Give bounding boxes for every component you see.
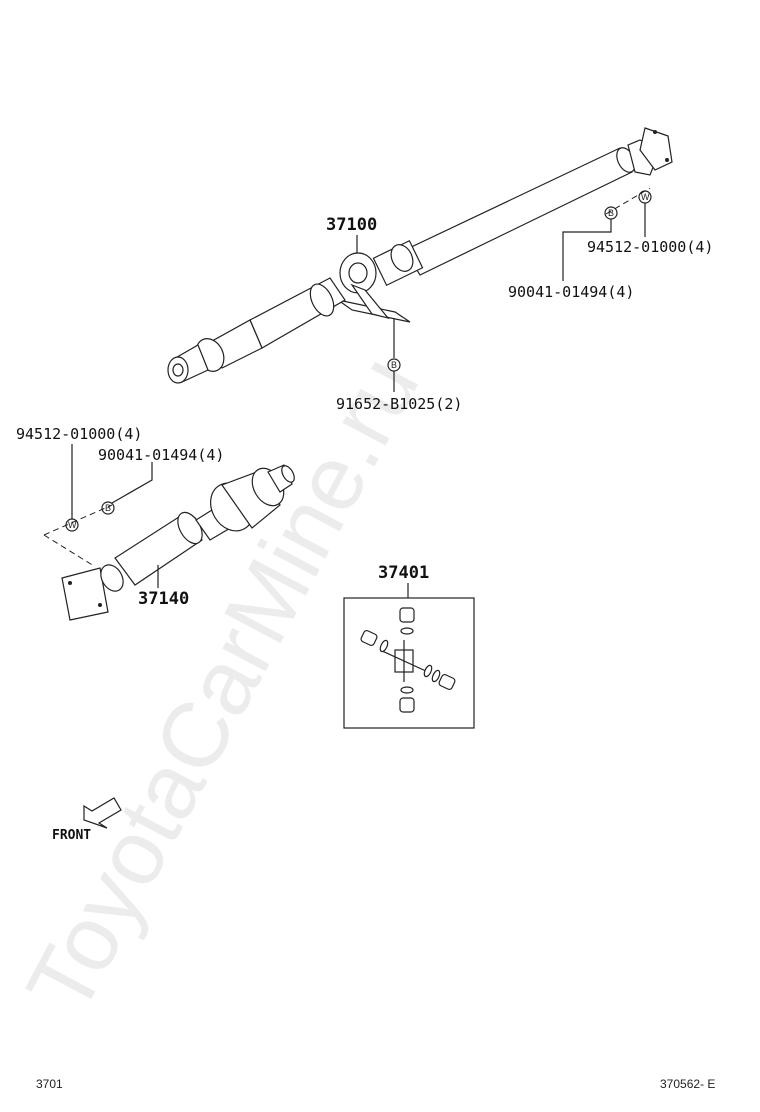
part-label-91652-B1025: 91652-B1025(2) <box>336 395 462 413</box>
page-code: 3701 <box>36 1077 63 1091</box>
part-label-94512-01000-rear: 94512-01000(4) <box>587 238 713 256</box>
marker-w-front-text: W <box>68 520 77 530</box>
front-arrow-icon <box>83 797 122 829</box>
marker-b-rear-text: B <box>608 208 614 218</box>
part-label-90041-01494-rear: 90041-01494(4) <box>508 283 634 301</box>
rear-propeller-shaft <box>167 127 673 384</box>
marker-b-front-text: B <box>105 503 111 513</box>
spider-kit-box <box>343 597 475 729</box>
part-label-37140: 37140 <box>138 589 189 609</box>
figure-code: 370562- E <box>660 1077 715 1091</box>
front-label: FRONT <box>52 828 91 843</box>
part-label-37401: 37401 <box>378 563 429 583</box>
front-propeller-shaft <box>61 464 295 621</box>
part-label-90041-01494-front: 90041-01494(4) <box>98 446 224 464</box>
part-label-37100: 37100 <box>326 215 377 235</box>
spider-kit-parts <box>360 607 456 713</box>
marker-w-rear-text: W <box>641 192 650 202</box>
marker-b-bracket-text: B <box>391 360 397 370</box>
marker-b-front <box>101 501 115 515</box>
watermark-text: ToyotaCarMine.ru <box>8 340 439 1029</box>
part-label-94512-01000-front: 94512-01000(4) <box>16 425 142 443</box>
